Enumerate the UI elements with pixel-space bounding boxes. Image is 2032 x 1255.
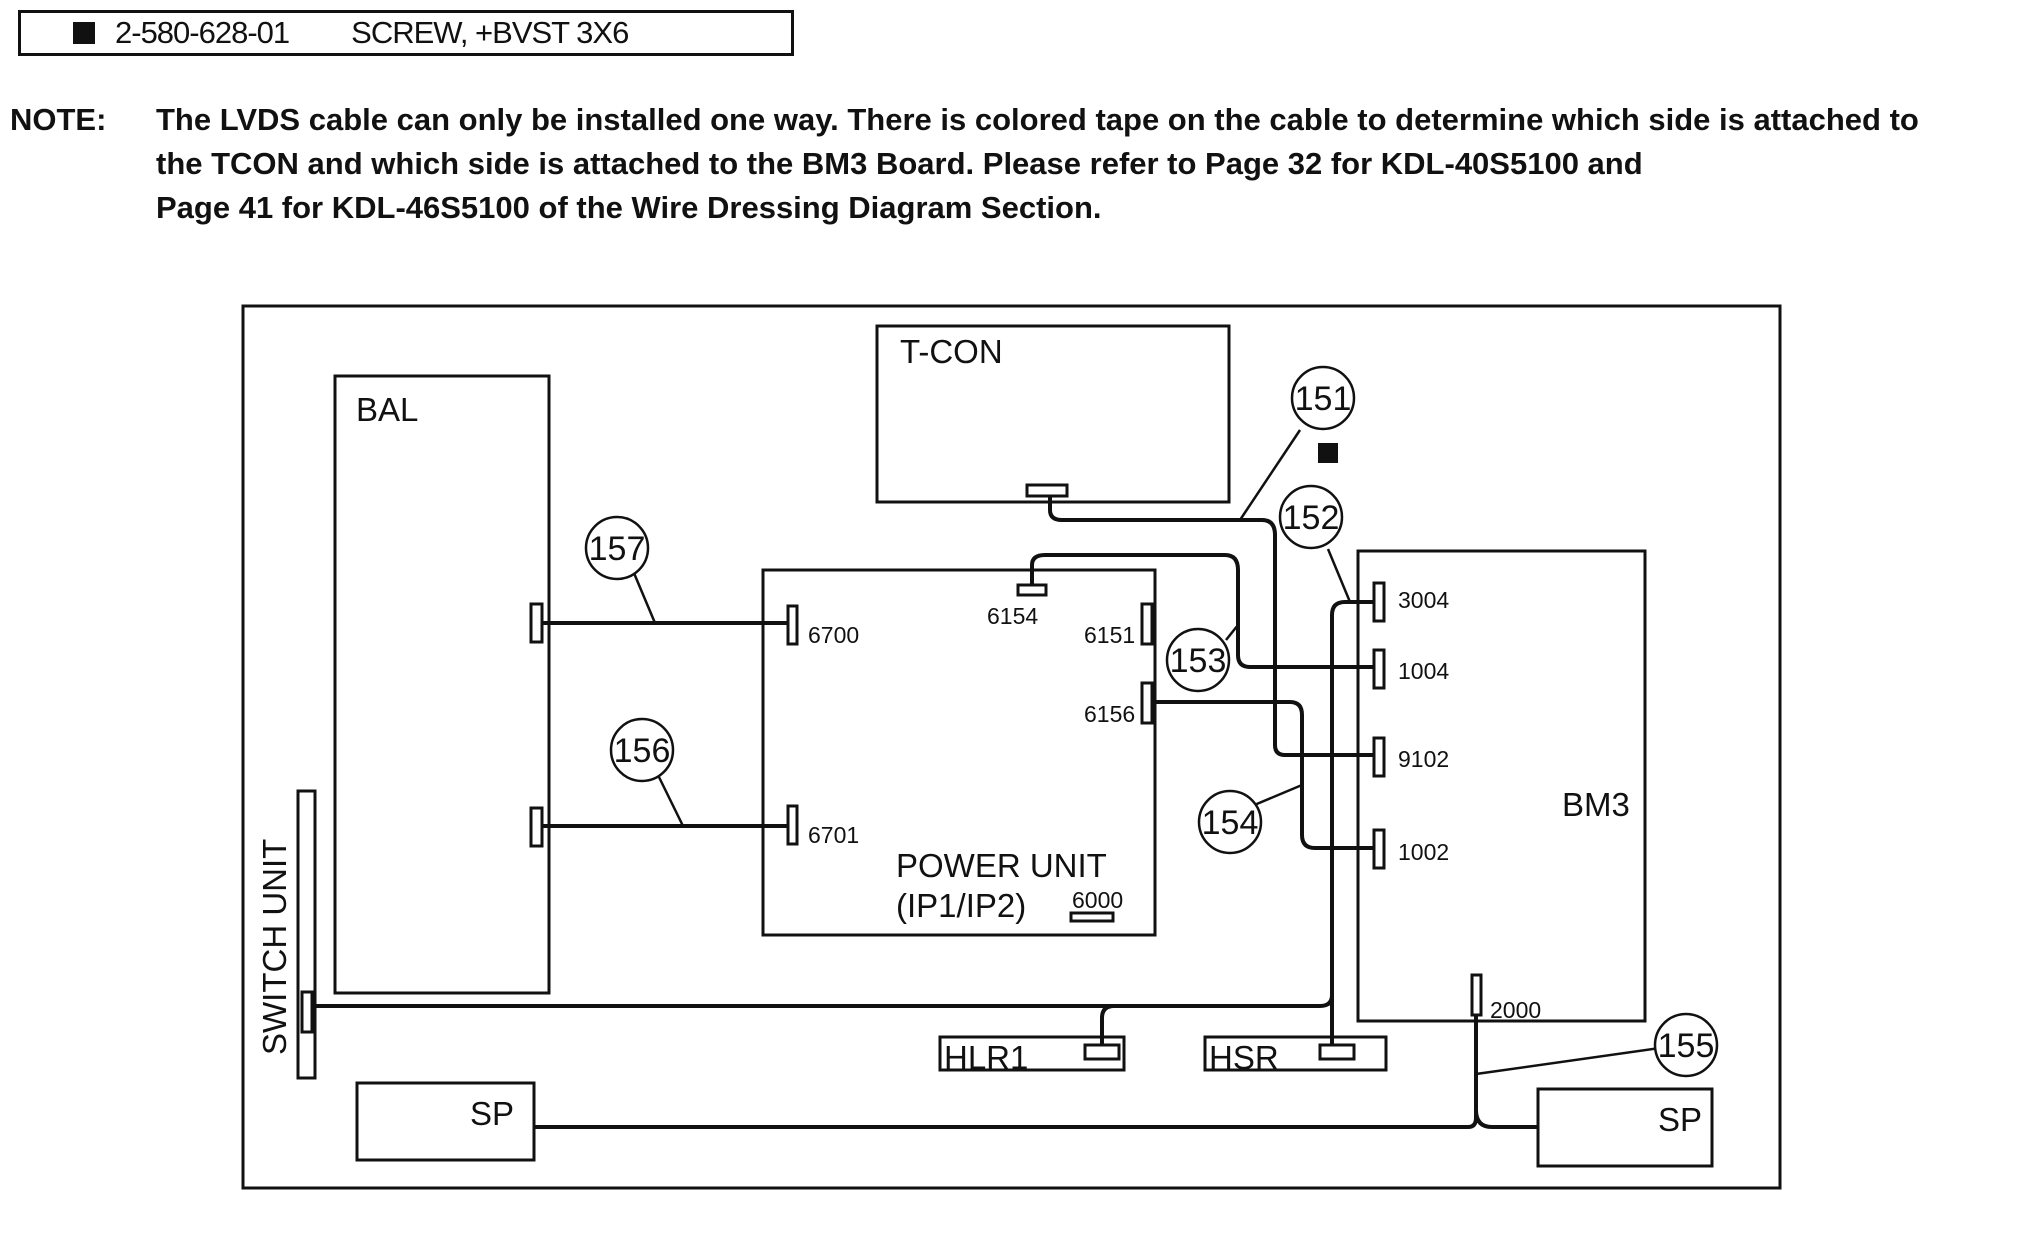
connector-6151 — [1140, 602, 1154, 646]
connector-6154 — [1016, 583, 1048, 597]
callout-152-circle — [1278, 484, 1344, 550]
label-bm3: BM3 — [1562, 786, 1630, 823]
part-description: SCREW, +BVST 3X6 — [351, 15, 629, 50]
connector-2000 — [1470, 973, 1483, 1017]
connector-hsr — [1318, 1043, 1356, 1061]
label-tcon: T-CON — [900, 333, 1003, 370]
label-hlr1: HLR1 — [944, 1039, 1028, 1076]
callout-154-circle — [1197, 789, 1263, 855]
note-line-1: The LVDS cable can only be installed one… — [156, 102, 1919, 137]
callout-151: 151 — [1295, 380, 1352, 418]
label-1004: 1004 — [1398, 658, 1449, 684]
cable-153 — [1030, 553, 1374, 669]
square-bullet-icon — [73, 22, 95, 44]
note-line-3: Page 41 for KDL-46S5100 of the Wire Dres… — [156, 190, 1102, 225]
connector-6700 — [786, 604, 799, 646]
note-line-2: the TCON and which side is attached to t… — [156, 146, 1643, 181]
note-label: NOTE: — [10, 102, 107, 137]
callout-153-circle — [1165, 627, 1231, 693]
label-power-unit-model: (IP1/IP2) — [896, 887, 1026, 924]
connector-1002 — [1372, 828, 1386, 870]
bm3-board — [1356, 549, 1647, 1023]
callout-157: 157 — [589, 530, 646, 568]
label-sp-left: SP — [470, 1095, 514, 1132]
callout-153: 153 — [1170, 642, 1227, 680]
label-6000: 6000 — [1072, 887, 1123, 913]
connector-6701 — [786, 804, 799, 846]
connector-bal-lower — [529, 806, 544, 848]
hlr1-board — [938, 1035, 1126, 1072]
switch-unit-board — [296, 789, 317, 1080]
leader-154 — [1251, 783, 1303, 808]
label-6701: 6701 — [808, 822, 859, 848]
label-bal: BAL — [356, 391, 418, 428]
label-9102: 9102 — [1398, 746, 1449, 772]
cable-switch-hlr1 — [312, 994, 1334, 1008]
connector-6156 — [1140, 681, 1154, 725]
label-sp-right: SP — [1658, 1101, 1702, 1138]
leader-157 — [629, 565, 657, 624]
leader-151 — [1238, 429, 1302, 521]
label-2000: 2000 — [1490, 997, 1541, 1023]
label-hsr: HSR — [1209, 1039, 1279, 1076]
sp-left-box — [355, 1081, 536, 1162]
leader-155 — [1475, 1046, 1661, 1076]
connector-bal-upper — [529, 602, 544, 644]
cable-151-lvds — [1048, 496, 1374, 757]
hsr-board — [1203, 1035, 1388, 1072]
cable-hlr1-drop — [1100, 1004, 1115, 1045]
connector-switch-unit — [300, 990, 314, 1034]
label-6156: 6156 — [1084, 701, 1135, 727]
label-1002: 1002 — [1398, 839, 1449, 865]
callout-154: 154 — [1202, 804, 1259, 842]
connector-6000 — [1069, 911, 1115, 923]
callout-157-circle — [584, 515, 650, 581]
label-6151: 6151 — [1084, 622, 1135, 648]
callout-155-circle — [1653, 1012, 1719, 1078]
part-list-row: 2-580-628-01 SCREW, +BVST 3X6 — [18, 10, 794, 56]
connector-1004 — [1372, 648, 1386, 690]
label-power-unit: POWER UNIT — [896, 847, 1107, 884]
cable-154 — [1152, 700, 1374, 850]
callout-156-circle — [609, 717, 675, 783]
chassis-frame — [241, 304, 1782, 1190]
label-6154: 6154 — [987, 603, 1038, 629]
bal-board — [333, 374, 551, 995]
connector-9102 — [1372, 736, 1386, 778]
power-unit-board — [761, 568, 1157, 937]
label-switch-unit: SWITCH UNIT — [256, 839, 293, 1055]
callout-151-circle — [1290, 365, 1356, 431]
note-text: The LVDS cable can only be installed one… — [156, 98, 2026, 230]
callout-156: 156 — [614, 732, 671, 770]
cable-155-sp-right — [1474, 1109, 1538, 1129]
leader-153 — [1225, 624, 1239, 641]
part-number: 2-580-628-01 — [115, 15, 290, 50]
leader-152 — [1326, 548, 1352, 603]
callout-152: 152 — [1283, 499, 1340, 537]
connector-tcon — [1025, 483, 1069, 498]
connector-hlr1 — [1083, 1043, 1121, 1061]
leader-156 — [655, 772, 685, 827]
callout-155: 155 — [1658, 1027, 1715, 1065]
label-3004: 3004 — [1398, 587, 1449, 613]
lvds-marker-square-icon — [1318, 443, 1338, 463]
tcon-board — [875, 324, 1231, 504]
connector-3004 — [1372, 581, 1386, 623]
label-6700: 6700 — [808, 622, 859, 648]
cable-152 — [1330, 600, 1374, 1045]
